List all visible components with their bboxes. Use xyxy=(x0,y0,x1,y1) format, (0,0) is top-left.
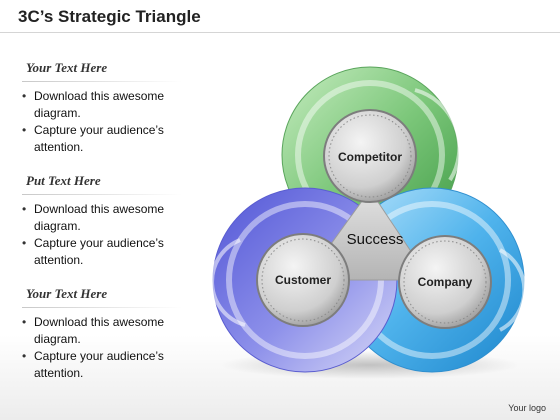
title-divider xyxy=(0,32,560,33)
logo-text: Your logo xyxy=(508,403,546,413)
heading-underline xyxy=(22,194,182,195)
text-section-2: Put Text Here Download this awesome diag… xyxy=(22,173,197,269)
text-section-3: Your Text Here Download this awesome dia… xyxy=(22,286,197,382)
company-node xyxy=(398,235,492,329)
competitor-label: Competitor xyxy=(338,150,402,164)
success-label: Success xyxy=(347,231,404,248)
bullet-item: Download this awesome diagram. xyxy=(22,88,197,122)
section-heading: Your Text Here xyxy=(26,286,108,301)
bullet-item: Capture your audience’s attention. xyxy=(22,348,197,382)
section-heading: Your Text Here xyxy=(26,60,108,75)
bullet-list: Download this awesome diagram. Capture y… xyxy=(22,314,197,382)
bullet-item: Capture your audience’s attention. xyxy=(22,122,197,156)
company-label: Company xyxy=(418,275,473,289)
customer-node xyxy=(256,233,350,327)
bullet-item: Capture your audience’s attention. xyxy=(22,235,197,269)
heading-underline xyxy=(22,307,182,308)
bullet-list: Download this awesome diagram. Capture y… xyxy=(22,88,197,156)
triangle-diagram: Competitor Customer Company Success xyxy=(210,66,527,379)
section-heading: Put Text Here xyxy=(26,173,101,188)
text-section-1: Your Text Here Download this awesome dia… xyxy=(22,60,197,156)
bullet-item: Download this awesome diagram. xyxy=(22,314,197,348)
slide-title: 3C’s Strategic Triangle xyxy=(18,7,201,26)
customer-label: Customer xyxy=(275,273,331,287)
competitor-node xyxy=(323,109,417,203)
bullet-item: Download this awesome diagram. xyxy=(22,201,197,235)
heading-underline xyxy=(22,81,182,82)
bullet-list: Download this awesome diagram. Capture y… xyxy=(22,201,197,269)
